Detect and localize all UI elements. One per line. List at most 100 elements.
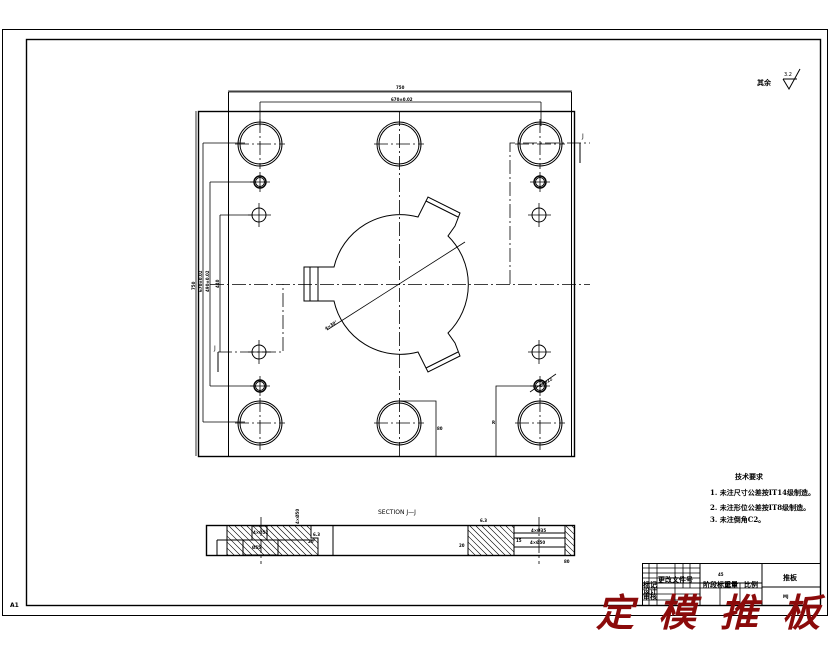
section-marker-right: J: [581, 133, 584, 140]
material-label: 45: [718, 572, 724, 577]
guide-hole-bc: [374, 400, 424, 446]
hatch-line: [240, 526, 272, 556]
hatch-line: [547, 526, 575, 556]
section-dim: 4×Ø35: [531, 528, 546, 533]
tab-inner-top: [425, 200, 459, 218]
drawing-no: MJ: [783, 594, 789, 599]
hatch-line: [193, 526, 223, 556]
hatch-line: [499, 526, 531, 556]
hatch-line: [553, 526, 575, 556]
hatch-line: [264, 526, 296, 556]
hatch-line: [487, 526, 519, 556]
hatch-line: [282, 526, 314, 556]
section-cut-line-right: [509, 142, 590, 284]
hatch-line: [227, 526, 236, 556]
plate-outline: [197, 110, 576, 458]
guide-holes: [235, 119, 565, 450]
bottom-dim-left: [399, 400, 437, 456]
screw-holes: [248, 172, 551, 396]
section-dim: 20: [308, 539, 314, 544]
hatch-line: [468, 526, 471, 556]
screw-hole: [250, 172, 270, 192]
hatch-line: [276, 526, 308, 556]
hatch-line: [434, 526, 464, 556]
hatch-line: [270, 526, 302, 556]
angle-leader: [326, 241, 466, 331]
hatch-left: [187, 525, 349, 556]
section-cut-line-left: [218, 284, 284, 353]
section-dim: 4×Ø52: [253, 530, 268, 535]
pin-hole: [528, 203, 551, 227]
height-dim-3: 490±0.02: [205, 270, 210, 292]
hatch-line: [294, 526, 318, 556]
hatch-line: [571, 526, 575, 556]
outer-border: [2, 29, 828, 616]
tech-requirements: 技术要求 1. 未注尺寸公差按IT14级制造。 2. 未注形位公差按IT8级制造…: [710, 472, 815, 524]
section-dim: 6.3: [480, 518, 487, 523]
section-dim: 4×Ø50: [530, 540, 545, 545]
section-marker-left: J: [213, 345, 216, 352]
hatch-right: [428, 526, 575, 556]
tab-inner-bottom: [425, 351, 459, 369]
hatch-line: [227, 526, 242, 556]
guide-hole-br: [515, 398, 565, 450]
tech-requirement-item: 2. 未注形位公差按IT8级制造。: [710, 503, 810, 512]
overall-width-dim: 750: [396, 85, 405, 90]
role-design: 设计: [643, 586, 657, 595]
screw-hole: [250, 376, 270, 396]
hatch-line: [234, 526, 266, 556]
hatch-line: [468, 526, 483, 556]
section-view: SECTION J—J 4×Ø52 Ø55 4×Ø50 6.3 20 4×Ø: [187, 509, 576, 564]
tech-requirements-title: 技术要求: [735, 472, 764, 481]
hatch-line: [319, 526, 349, 556]
height-dim-2: 670±0.02: [198, 270, 203, 292]
pin-hole: [528, 340, 551, 364]
hatch-line: [227, 526, 230, 556]
guide-hole-tr: [515, 119, 565, 169]
tech-requirement-item: 1. 未注尺寸公差按IT14级制造。: [710, 488, 815, 497]
hole-callout-leader: [529, 373, 557, 393]
hatch-line: [541, 526, 573, 556]
roughness-icon: [782, 68, 801, 91]
pin-hole: [248, 203, 271, 227]
watermark-text: 定模推板: [596, 590, 830, 635]
surface-finish-value: 3.2: [784, 72, 792, 78]
row-label-mark: 标记: [642, 580, 657, 589]
bottom-dim-right-value: R: [492, 420, 495, 425]
guide-hole-bl: [235, 398, 285, 450]
inner-width-dim: 670±0.02: [391, 97, 413, 102]
hatch-line: [228, 526, 260, 556]
section-dim: Ø55: [252, 545, 261, 550]
hatch-line: [428, 526, 458, 556]
height-dim-1: 750: [191, 281, 196, 290]
hatch-line: [468, 526, 477, 556]
row-label-file: 更改文件号: [658, 575, 693, 584]
section-dim: 15: [516, 538, 522, 543]
bottom-dim-left-value: 80: [437, 426, 443, 431]
angle-callout: 4×30°: [324, 319, 338, 331]
guide-hole-tc: [374, 121, 424, 167]
hatch-line: [565, 526, 575, 556]
section-dim: 80: [564, 559, 570, 564]
hatch-line: [187, 526, 217, 556]
hatch-line: [288, 526, 318, 556]
scale-label: 比例: [744, 580, 758, 589]
bottom-dim-right: [495, 385, 540, 456]
hatch-line: [227, 526, 254, 556]
guide-hole-tl: [235, 119, 285, 169]
surface-finish-symbol: 其余 3.2: [757, 68, 801, 91]
stage-label: 阶段标记: [703, 580, 731, 589]
section-dim: 6.3: [313, 532, 320, 537]
hatch-line: [468, 526, 495, 556]
tech-requirement-item: 3. 未注倒角C2。: [710, 515, 765, 524]
weight-label: 重量: [724, 580, 738, 589]
height-dim-4: 440: [215, 279, 220, 288]
pin-hole: [248, 340, 271, 364]
cavity-profile: [303, 196, 469, 373]
hatch-line: [559, 526, 575, 556]
hatch-line: [300, 526, 318, 556]
hatch-line: [475, 526, 507, 556]
part-name: 推板: [783, 573, 798, 582]
section-title: SECTION J—J: [378, 509, 416, 516]
